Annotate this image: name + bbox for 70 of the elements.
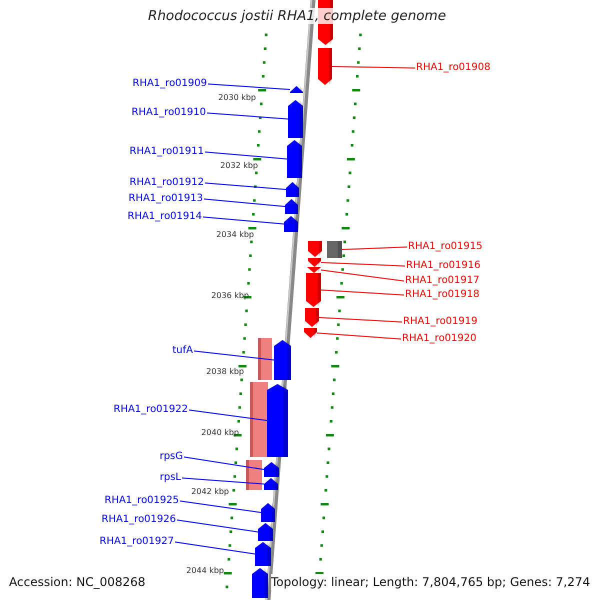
scale-label: 2044 kbp xyxy=(186,566,224,576)
leader-line xyxy=(194,350,274,360)
gene-feature xyxy=(287,140,302,178)
leader-line xyxy=(316,332,402,340)
gene-label: RHA1_ro01916 xyxy=(406,260,480,272)
scale-label: 2038 kbp xyxy=(206,367,244,377)
gene-feature xyxy=(288,100,303,138)
gene-label: RHA1_ro01913 xyxy=(128,193,203,205)
gene-feature xyxy=(290,86,303,93)
leader-line xyxy=(208,84,290,90)
gene-label: RHA1_ro01908 xyxy=(416,62,490,74)
gene-feature xyxy=(308,241,322,257)
gene-feature xyxy=(285,199,298,214)
gene-feature xyxy=(286,182,299,197)
scale-label: 2040 kbp xyxy=(201,428,239,438)
leader-line xyxy=(318,317,402,322)
leader-line xyxy=(182,478,264,484)
gene-label: RHA1_ro01925 xyxy=(104,495,179,507)
scale-label: 2030 kbp xyxy=(218,93,256,103)
gene-label: rpsG xyxy=(160,451,183,463)
gene-feature xyxy=(307,267,321,273)
gene-block xyxy=(327,241,342,258)
gene-feature xyxy=(267,384,288,457)
gene-label: RHA1_ro01912 xyxy=(130,177,204,189)
gene-feature xyxy=(304,328,317,338)
gene-label: RHA1_ro01917 xyxy=(405,275,480,287)
leader-line xyxy=(204,182,286,190)
gene-feature xyxy=(284,216,298,232)
gene-label: RHA1_ro01914 xyxy=(128,211,202,223)
gene-label: RHA1_ro01927 xyxy=(100,536,174,548)
leader-line xyxy=(180,500,262,513)
gene-feature xyxy=(252,568,268,598)
info-text: Accession: NC_008268 xyxy=(9,574,146,590)
leader-line xyxy=(206,112,288,120)
leader-line xyxy=(202,216,284,224)
gene-label: RHA1_ro01922 xyxy=(114,404,188,416)
gene-label: RHA1_ro01915 xyxy=(408,241,482,253)
gene-label: RHA1_ro01920 xyxy=(402,333,476,345)
gene-feature xyxy=(255,542,271,566)
leader-line xyxy=(320,270,404,282)
gene-label: RHA1_ro01910 xyxy=(132,107,206,119)
leader-line xyxy=(204,152,288,160)
leader-line xyxy=(320,262,406,266)
gene-label: RHA1_ro01909 xyxy=(132,78,207,90)
gene-feature xyxy=(264,478,278,490)
leader-line xyxy=(176,520,258,532)
gene-label: rpsL xyxy=(160,472,181,484)
gene-feature xyxy=(308,258,321,267)
gene-feature xyxy=(258,523,273,541)
info-text: Topology: linear; Length: 7,804,765 bp; Genes: 7,274 xyxy=(271,574,590,590)
gene-label: RHA1_ro01918 xyxy=(405,289,480,301)
gene-feature xyxy=(318,48,332,85)
gene-label: RHA1_ro01926 xyxy=(102,514,176,526)
leader-line xyxy=(204,198,286,207)
leader-line xyxy=(320,290,404,296)
gene-feature xyxy=(261,503,275,522)
leader-line xyxy=(342,246,408,250)
gene-label: RHA1_ro01919 xyxy=(403,316,478,328)
gene-label: RHA1_ro01911 xyxy=(130,146,204,158)
gene-feature xyxy=(264,462,279,477)
scale-label: 2032 kbp xyxy=(220,161,258,171)
gene-label: tufA xyxy=(172,345,193,357)
scale-label: 2034 kbp xyxy=(216,230,254,240)
leader-line xyxy=(332,66,416,68)
leader-line xyxy=(174,542,256,554)
scale-label: 2036 kbp xyxy=(211,291,249,301)
scale-label: 2042 kbp xyxy=(191,487,229,497)
leader-line xyxy=(188,410,268,421)
leader-line xyxy=(184,456,264,470)
gene-feature xyxy=(274,340,291,380)
